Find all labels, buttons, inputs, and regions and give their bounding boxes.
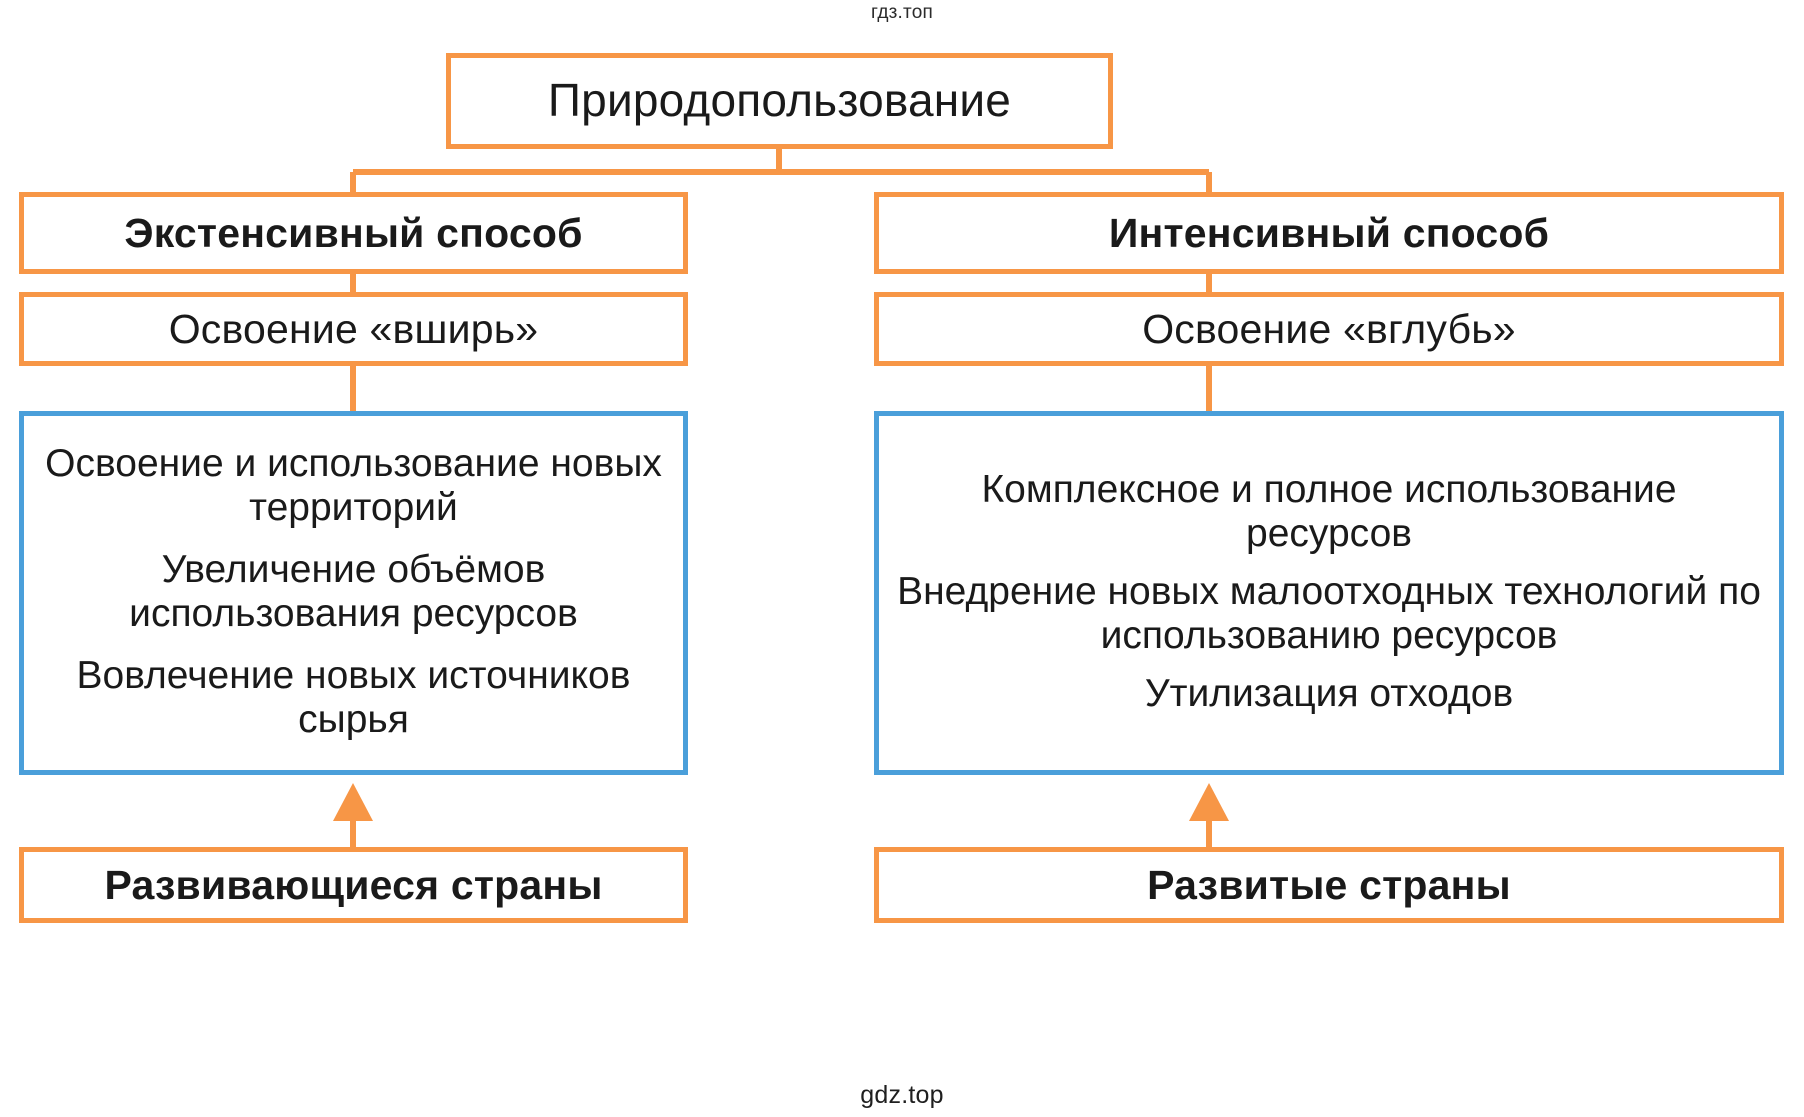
node-extensive-heading: Экстенсивный способ	[19, 192, 688, 274]
watermark-bottom: gdz.top	[860, 1081, 944, 1109]
intensive-detail-item: Утилизация отходов	[1144, 672, 1514, 716]
extensive-detail-item: Вовлечение новых источников сырья	[76, 654, 631, 742]
extensive-detail-item: Освоение и использование новых территори…	[45, 441, 662, 529]
intensive-detail-item: Внедрение новых малоотходных технологий …	[897, 569, 1761, 658]
developed-countries-text: Развитые страны	[1147, 861, 1511, 908]
node-extensive-details: Освоение и использование новых территори…	[19, 411, 688, 775]
intensive-detail-item: Комплексное и полное использование ресур…	[981, 467, 1677, 555]
extensive-detail-item: Увеличение объёмов использования ресурсо…	[129, 547, 578, 635]
node-title: Природопользование	[446, 53, 1113, 149]
watermark-top: гдз.топ	[871, 2, 933, 23]
extensive-subheading-text: Освоение «вширь»	[168, 305, 539, 352]
arrow-head-developing	[333, 783, 373, 821]
node-intensive-details: Комплексное и полное использование ресур…	[874, 411, 1784, 775]
node-intensive-subheading: Освоение «вглубь»	[874, 292, 1784, 366]
intensive-subheading-text: Освоение «вглубь»	[1142, 305, 1516, 352]
node-intensive-heading: Интенсивный способ	[874, 192, 1784, 274]
developing-countries-text: Развивающиеся страны	[104, 861, 603, 908]
node-developing-countries: Развивающиеся страны	[19, 847, 688, 923]
node-developed-countries: Развитые страны	[874, 847, 1784, 923]
intensive-heading-text: Интенсивный способ	[1108, 209, 1550, 256]
node-extensive-subheading: Освоение «вширь»	[19, 292, 688, 366]
title-text: Природопользование	[547, 74, 1012, 127]
extensive-heading-text: Экстенсивный способ	[124, 209, 583, 256]
arrow-heads	[333, 783, 1229, 821]
arrow-head-developed	[1189, 783, 1229, 821]
